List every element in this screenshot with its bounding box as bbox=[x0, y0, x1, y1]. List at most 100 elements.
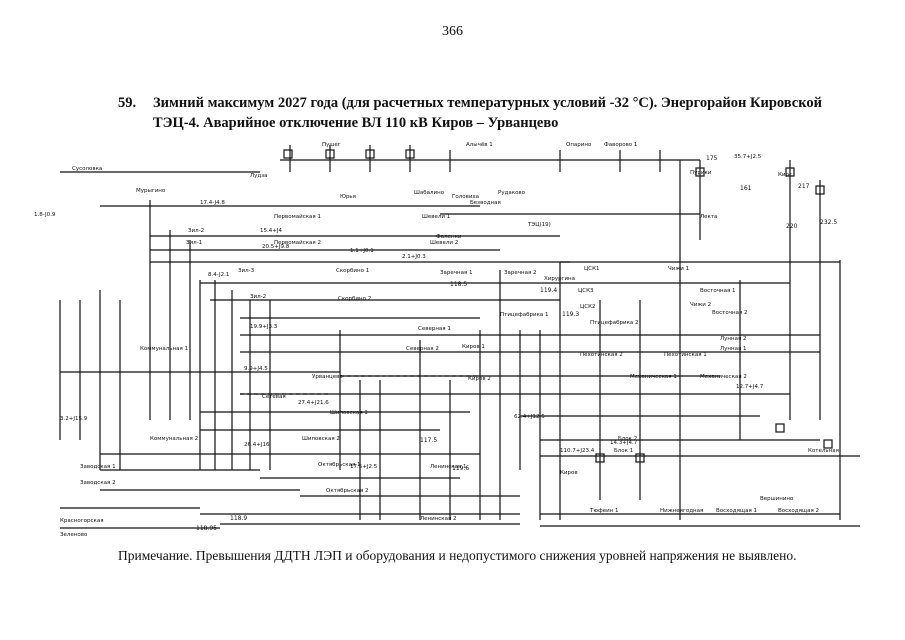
line-flow-label: 17.5+J2.5 bbox=[350, 464, 378, 470]
node-voltage-label: 119.3 bbox=[562, 311, 579, 318]
node-voltage-label: 161 bbox=[740, 185, 752, 192]
substation-label: Восходящая 1 bbox=[716, 508, 757, 514]
substation-label: Шевели 2 bbox=[430, 240, 458, 246]
node-voltage-label: 175 bbox=[706, 155, 718, 162]
substation-label: Рудаково bbox=[498, 190, 526, 196]
substation-label: Северная 2 bbox=[406, 346, 439, 352]
substation-label: Скорбино 1 bbox=[336, 268, 369, 274]
substation-label: Зил-3 bbox=[238, 268, 255, 274]
substation-label: Зеленово bbox=[60, 532, 88, 538]
node-voltage-label: 117.5 bbox=[420, 437, 437, 444]
line-flow-label: 1.1+J0.1 bbox=[350, 248, 374, 254]
substation-label: Зил-1 bbox=[186, 240, 202, 246]
substation-label: ЦСК3 bbox=[578, 288, 594, 294]
line-flow-label: 26.4+J16 bbox=[244, 442, 270, 448]
breaker-symbol bbox=[405, 149, 415, 159]
substation-label: Шевели 1 bbox=[422, 214, 450, 220]
substation-label: Механическая 1 bbox=[630, 374, 677, 380]
node-voltage-label: 220 bbox=[786, 223, 798, 230]
heading-number: 59. bbox=[118, 95, 137, 111]
substation-label: Заводская 2 bbox=[80, 480, 116, 486]
substation-label: Пушег bbox=[322, 142, 341, 148]
substation-label: Вершинино bbox=[760, 496, 794, 502]
line-flow-label: 1.8-J0.9 bbox=[34, 212, 56, 218]
node-voltage-label: 118.9 bbox=[230, 515, 247, 522]
node-voltage-label: 232.5 bbox=[820, 219, 837, 226]
substation-label: Котельная bbox=[808, 448, 839, 454]
line-flow-label: 14.3+J4.7 bbox=[610, 440, 638, 446]
breaker-symbol bbox=[785, 167, 795, 177]
substation-label: Киров 2 bbox=[468, 376, 491, 382]
line-flow-label: 35.7+J2.5 bbox=[734, 154, 762, 160]
breaker-symbol bbox=[635, 453, 645, 463]
line-flow-label: 8.4-J2.1 bbox=[208, 272, 229, 278]
substation-label: Юрья bbox=[340, 194, 356, 200]
substation-label: Фаленки bbox=[436, 234, 462, 240]
substation-label: Шиповская 1 bbox=[330, 410, 368, 416]
node-voltage-label: 118.95 bbox=[196, 525, 217, 532]
line-flow-label: 17.4-J4.8 bbox=[200, 200, 225, 206]
substation-label: Зил-2 bbox=[188, 228, 204, 234]
diagram-note: Примечание. Превышения ДДТН ЛЭП и оборуд… bbox=[118, 548, 797, 563]
line-flow-label: 110.7+J23.4 bbox=[560, 448, 595, 454]
substation-label: Пурики bbox=[690, 170, 712, 176]
substation-label: Пехотинская 2 bbox=[580, 352, 623, 358]
substation-label: Шиповская 2 bbox=[302, 436, 340, 442]
substation-label: Коммунальная 1 bbox=[140, 346, 188, 352]
substation-label: Коммунальная 2 bbox=[150, 436, 198, 442]
substation-label: Кирс bbox=[778, 172, 792, 178]
substation-label: Хирургина bbox=[544, 276, 575, 282]
substation-label: Красногорская bbox=[60, 518, 104, 524]
substation-label: Лунная 2 bbox=[720, 336, 747, 342]
breaker-symbol bbox=[365, 149, 375, 159]
substation-label: Сетевая bbox=[262, 394, 286, 400]
substation-label: Пехотинская 1 bbox=[664, 352, 707, 358]
substation-label: Первомайская 2 bbox=[274, 239, 321, 246]
breaker-symbol bbox=[325, 149, 335, 159]
line-flow-label: 15.4+J4 bbox=[260, 228, 282, 234]
substation-label: Урванцево bbox=[312, 374, 343, 380]
substation-label: Восходящая 2 bbox=[778, 508, 819, 514]
breaker-symbol bbox=[775, 423, 785, 433]
node-voltage-label: 217 bbox=[798, 183, 810, 190]
substation-label: Фаворово 1 bbox=[604, 142, 637, 148]
substation-label: ЦСК2 bbox=[580, 304, 596, 310]
substation-label: Безводная bbox=[470, 200, 501, 206]
substation-label: Киров 1 bbox=[462, 344, 485, 350]
line-flow-label: 20.5+J9.8 bbox=[262, 244, 290, 250]
heading-line-1: Зимний максимум 2027 года (для расчетных… bbox=[153, 95, 823, 111]
substation-label: Первомайская 1 bbox=[274, 213, 321, 220]
node-voltage-label: 119.4 bbox=[540, 287, 557, 294]
breaker-symbol bbox=[823, 439, 833, 449]
line-flow-label: 2.1+J0.3 bbox=[402, 254, 426, 260]
substation-label: Механическая 2 bbox=[700, 374, 747, 380]
substation-label: Тюфеин 1 bbox=[589, 508, 619, 514]
substation-label: ЦСК1 bbox=[584, 266, 600, 272]
substation-label: Октябрьская 1 bbox=[318, 462, 361, 468]
substation-label: Опарино bbox=[566, 142, 592, 148]
heading-line-2: ТЭЦ-4. Аварийное отключение ВЛ 110 кВ Ки… bbox=[153, 115, 559, 131]
substation-label: Мурыгино bbox=[136, 188, 166, 194]
substation-label: Восточная 1 bbox=[700, 288, 736, 294]
substation-label: Лекта bbox=[700, 214, 717, 220]
line-flow-label: 3.2+J15.9 bbox=[60, 416, 88, 422]
substation-label: Заречная 2 bbox=[504, 270, 537, 276]
node-voltage-label: 119.6 bbox=[452, 465, 469, 472]
substation-label: Сусоловка bbox=[72, 166, 102, 172]
node-voltage-label: 118.5 bbox=[450, 281, 467, 288]
substation-label: Зил-2 bbox=[250, 294, 266, 300]
line-flow-label: 19.9+J3.3 bbox=[250, 324, 278, 330]
substation-label: Блок 2 bbox=[618, 436, 637, 442]
substation-label: Птицефабрика 2 bbox=[590, 320, 639, 326]
substation-label: ТЭЦ(19) bbox=[527, 222, 551, 228]
substation-label: Лудза bbox=[250, 173, 268, 179]
breaker-symbol bbox=[695, 167, 705, 177]
substation-label: Алычёв 1 bbox=[466, 142, 493, 148]
substation-label: Нижнеягодная bbox=[660, 508, 703, 514]
substation-label: Ленинская 1 bbox=[430, 464, 467, 470]
substation-label: Птицефабрика 1 bbox=[500, 312, 549, 318]
substation-label: Октябрьская 2 bbox=[326, 488, 369, 494]
substation-label: Головиха bbox=[452, 194, 479, 200]
substation-label: Киров bbox=[560, 470, 578, 476]
